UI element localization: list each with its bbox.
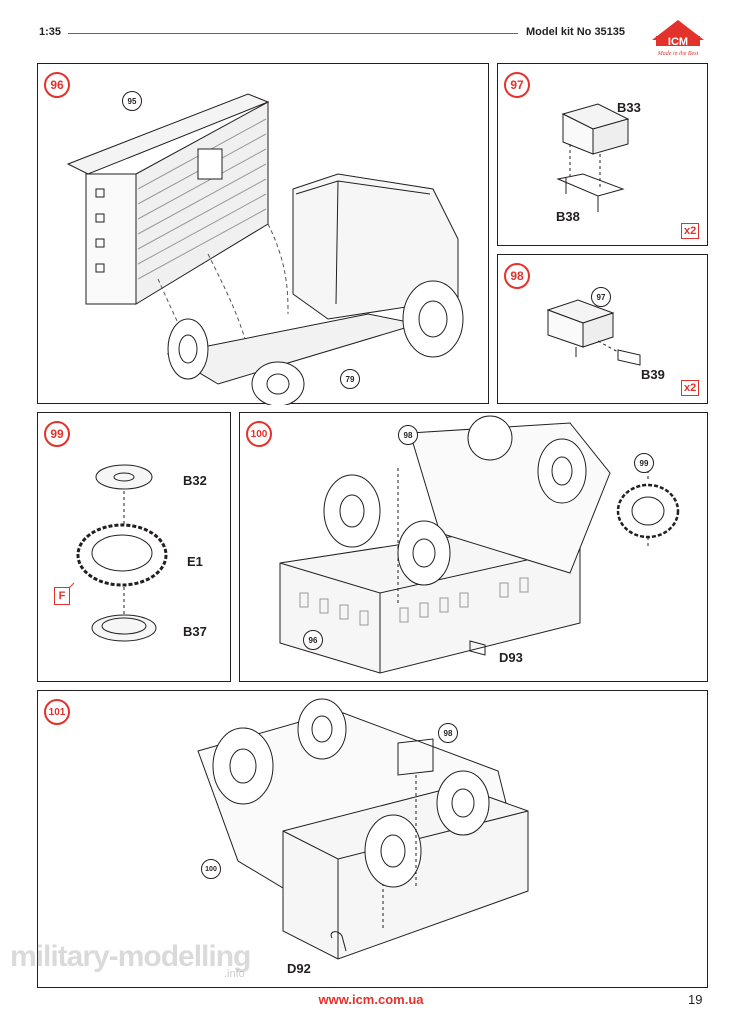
part-b39: B39 — [641, 367, 665, 382]
step-99-illustration — [65, 464, 168, 642]
quantity-badge: x2 — [681, 223, 700, 239]
step-96-panel: 96 95 79 — [37, 63, 489, 405]
step-99-panel: 99 B32 E1 B37 F — [37, 412, 231, 682]
page-number: 19 — [688, 992, 703, 1007]
step-96-illustration — [66, 93, 464, 405]
watermark: military-modelling — [10, 940, 251, 973]
ref-97: 97 — [591, 287, 611, 307]
part-d93: D93 — [499, 650, 523, 665]
part-b38: B38 — [556, 209, 580, 224]
step-96-badge: 96 — [44, 72, 70, 98]
part-d92: D92 — [287, 961, 311, 976]
step-100-panel: 100 98 99 96 D93 — [239, 412, 708, 682]
sprue-f-marker: F — [54, 587, 70, 605]
header-rule — [68, 33, 518, 34]
step-98-illustration — [546, 299, 641, 366]
watermark-suffix: .info — [224, 968, 245, 980]
part-b32: B32 — [183, 473, 207, 488]
ref-98: 98 — [438, 723, 458, 743]
footer-url[interactable]: www.icm.com.ua — [318, 992, 424, 1007]
step-98-badge: 98 — [504, 263, 530, 289]
step-101-illustration — [197, 698, 529, 960]
step-101-badge: 101 — [44, 699, 70, 725]
icm-logo: ICM Made in the Best — [648, 18, 708, 58]
ref-98: 98 — [398, 425, 418, 445]
ref-79: 79 — [340, 369, 360, 389]
part-b33: B33 — [617, 100, 641, 115]
step-97-badge: 97 — [504, 72, 530, 98]
step-99-badge: 99 — [44, 421, 70, 447]
part-b37: B37 — [183, 624, 207, 639]
ref-99: 99 — [634, 453, 654, 473]
logo-text: ICM — [668, 36, 688, 48]
logo-tagline: Made in the Best — [657, 51, 699, 57]
ref-96: 96 — [303, 630, 323, 650]
kit-number: Model kit No 35135 — [526, 26, 626, 38]
quantity-badge: x2 — [681, 380, 700, 396]
step-97-illustration — [556, 103, 630, 212]
part-e1: E1 — [187, 554, 203, 569]
step-98-panel: 98 97 B39 x2 — [497, 254, 708, 404]
step-97-panel: 97 B33 B38 x2 — [497, 63, 708, 246]
scale-label: 1:35 — [39, 26, 62, 38]
step-100-illustration — [279, 415, 680, 674]
step-101-panel: 101 98 100 D92 — [37, 690, 708, 988]
step-100-badge: 100 — [246, 421, 272, 447]
ref-100: 100 — [201, 859, 221, 879]
ref-95: 95 — [122, 91, 142, 111]
